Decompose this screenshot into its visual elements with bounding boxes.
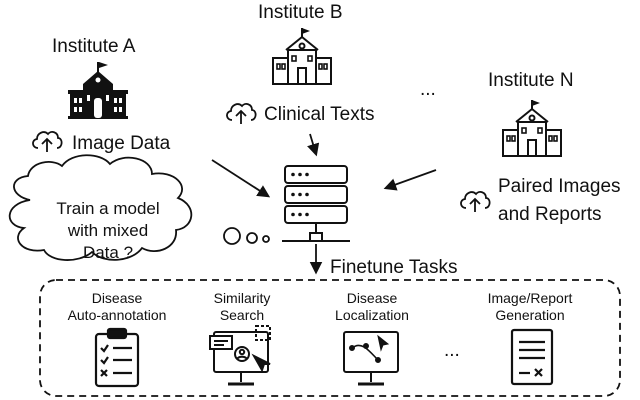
cloud-upload-icon (460, 191, 491, 213)
thought-cloud-icon (8, 154, 270, 261)
monitor-localization-icon (343, 331, 399, 386)
report-document-icon (510, 328, 554, 386)
institute-n-label: Institute N (488, 70, 574, 91)
arrow-n-to-server (383, 169, 437, 191)
institute-a-data-label: Image Data (72, 133, 171, 154)
institute-b-label: Institute B (258, 2, 343, 23)
task-2-line2: Search (220, 307, 264, 323)
finetune-title: Finetune Tasks (330, 257, 457, 278)
cloud-upload-icon (32, 131, 63, 153)
task-3-line1: Disease (347, 290, 398, 306)
task-1-line2: Auto-annotation (68, 307, 167, 323)
task-4-line1: Image/Report (488, 290, 573, 306)
institute-n-data-line2: and Reports (498, 204, 602, 225)
school-building-icon (68, 62, 128, 119)
task-3-line2: Localization (335, 307, 409, 323)
server-icon (282, 165, 350, 242)
institute-b-data-label: Clinical Texts (264, 104, 375, 125)
institutes-ellipsis: ... (420, 79, 436, 100)
cloud-upload-icon (226, 103, 257, 125)
monitor-search-icon (209, 325, 271, 386)
task-2-line1: Similarity (214, 290, 271, 306)
institute-a-label: Institute A (52, 36, 136, 57)
school-building-icon (501, 99, 563, 157)
arrow-b-to-server (307, 133, 320, 157)
clipboard-checklist-icon (94, 327, 140, 388)
thought-line1: Train a model (56, 199, 159, 218)
arrow-a-to-server (211, 159, 271, 198)
task-4-line2: Generation (495, 307, 564, 323)
school-building-icon (271, 27, 333, 85)
institute-n-data-line1: Paired Images (498, 176, 621, 197)
task-1-line1: Disease (92, 290, 143, 306)
tasks-ellipsis: ... (444, 340, 460, 361)
thought-line3: Data ? (83, 243, 133, 262)
tasks-box (39, 279, 621, 397)
thought-line2: with mixed (67, 221, 148, 240)
